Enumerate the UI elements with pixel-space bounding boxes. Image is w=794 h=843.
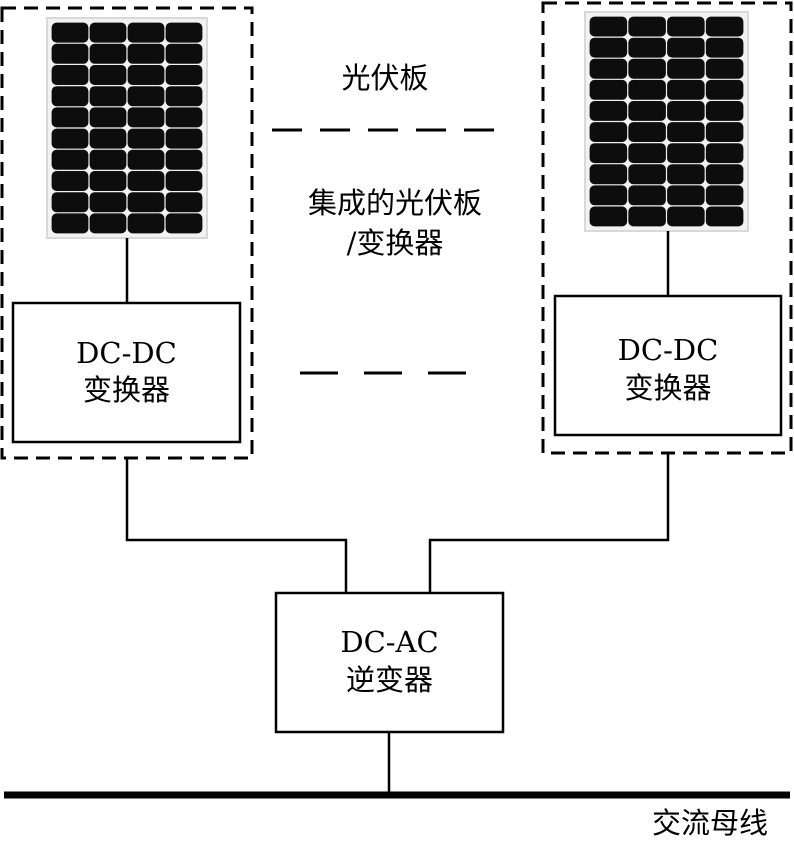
solar-cell bbox=[127, 149, 165, 170]
solar-cell bbox=[705, 206, 744, 227]
solar-cell bbox=[165, 171, 203, 191]
solar-cell bbox=[127, 107, 165, 128]
solar-cell bbox=[589, 143, 628, 164]
integrated-label-line2: /变换器 bbox=[346, 226, 444, 260]
solar-cell bbox=[628, 185, 666, 206]
solar-cell bbox=[165, 192, 203, 213]
solar-cell bbox=[89, 128, 127, 149]
solar-cell bbox=[589, 164, 628, 185]
solar-cell bbox=[705, 143, 744, 164]
solar-cell bbox=[165, 107, 203, 128]
right-dcdc-label-line1: DC-DC bbox=[617, 333, 719, 367]
left-dcdc-label-line2: 变换器 bbox=[82, 373, 170, 407]
solar-cell bbox=[705, 37, 744, 58]
solar-cell bbox=[667, 16, 705, 37]
solar-cell bbox=[589, 37, 628, 58]
solar-cell bbox=[705, 122, 744, 142]
solar-cell bbox=[667, 58, 705, 79]
solar-cell bbox=[667, 101, 705, 121]
solar-cell bbox=[589, 185, 628, 206]
solar-cell bbox=[705, 164, 744, 185]
solar-cell bbox=[89, 65, 127, 85]
solar-cell bbox=[89, 43, 127, 64]
solar-cell bbox=[165, 149, 203, 170]
ac-bus-label: 交流母线 bbox=[651, 806, 768, 840]
solar-cell bbox=[628, 164, 666, 185]
solar-cell bbox=[165, 65, 203, 85]
dcac-label-line2: 逆变器 bbox=[345, 663, 433, 697]
solar-cell bbox=[51, 43, 89, 64]
solar-cell bbox=[628, 122, 666, 142]
solar-cell bbox=[51, 149, 89, 170]
solar-cell bbox=[628, 101, 666, 121]
solar-cell bbox=[705, 185, 744, 206]
solar-cell bbox=[628, 58, 666, 79]
solar-cell bbox=[667, 164, 705, 185]
solar-cell bbox=[589, 206, 628, 227]
right-dc-wire bbox=[428, 453, 670, 593]
solar-cell bbox=[127, 22, 165, 43]
solar-cell bbox=[127, 65, 165, 85]
solar-cell bbox=[628, 37, 666, 58]
solar-cell bbox=[127, 128, 165, 149]
solar-cell bbox=[127, 86, 165, 107]
solar-cell bbox=[589, 16, 628, 37]
solar-cell bbox=[165, 43, 203, 64]
integrated-label-line1: 集成的光伏板 bbox=[307, 186, 482, 220]
solar-cell bbox=[705, 16, 744, 37]
left-dcdc-box bbox=[11, 301, 242, 444]
solar-cell bbox=[51, 22, 89, 43]
solar-cell bbox=[628, 143, 666, 164]
solar-cell bbox=[89, 213, 127, 234]
solar-cell bbox=[127, 213, 165, 234]
solar-cell bbox=[667, 122, 705, 142]
solar-cell bbox=[589, 122, 628, 142]
solar-cell bbox=[127, 192, 165, 213]
pv-panel-label: 光伏板 bbox=[341, 61, 429, 95]
solar-cell bbox=[89, 86, 127, 107]
solar-cell bbox=[51, 213, 89, 234]
solar-cell bbox=[127, 171, 165, 191]
left-dc-wire bbox=[125, 458, 348, 593]
solar-cell bbox=[127, 43, 165, 64]
solar-cell bbox=[667, 185, 705, 206]
solar-cell bbox=[589, 101, 628, 121]
solar-cell bbox=[51, 86, 89, 107]
left-dcdc-label-line1: DC-DC bbox=[76, 336, 177, 370]
right-dcdc-box bbox=[553, 294, 783, 437]
solar-cell bbox=[51, 171, 89, 191]
solar-cell bbox=[705, 101, 744, 121]
solar-cell bbox=[589, 79, 628, 100]
solar-cell bbox=[51, 128, 89, 149]
solar-cell bbox=[89, 22, 127, 43]
solar-cell bbox=[165, 22, 203, 43]
solar-cell bbox=[165, 86, 203, 107]
right-dcdc-label-line2: 变换器 bbox=[624, 371, 712, 405]
solar-cell bbox=[51, 192, 89, 213]
solar-cell bbox=[705, 79, 744, 100]
solar-cell bbox=[628, 206, 666, 227]
solar-cell bbox=[89, 171, 127, 191]
solar-cell bbox=[89, 192, 127, 213]
solar-cell bbox=[165, 128, 203, 149]
solar-cell bbox=[667, 37, 705, 58]
solar-cell bbox=[628, 16, 666, 37]
dcac-inverter-box bbox=[274, 591, 505, 734]
solar-cell bbox=[628, 79, 666, 100]
solar-cell bbox=[51, 65, 89, 85]
solar-cell bbox=[51, 107, 89, 128]
right-solar-panel bbox=[584, 11, 749, 232]
solar-cell bbox=[667, 206, 705, 227]
left-solar-panel bbox=[46, 17, 208, 239]
solar-cell bbox=[667, 143, 705, 164]
solar-cell bbox=[667, 79, 705, 100]
solar-cell bbox=[589, 58, 628, 79]
dcac-label-line1: DC-AC bbox=[340, 625, 439, 659]
solar-cell bbox=[89, 149, 127, 170]
solar-cell bbox=[165, 213, 203, 234]
solar-cell bbox=[89, 107, 127, 128]
solar-cell bbox=[705, 58, 744, 79]
